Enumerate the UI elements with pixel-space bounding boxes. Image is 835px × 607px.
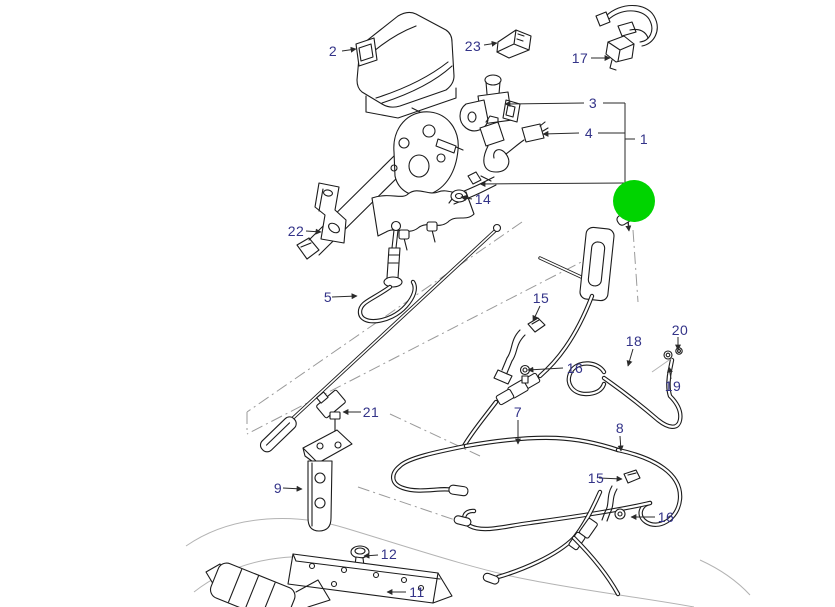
part-label-16-lower: 16 xyxy=(657,509,675,525)
part-9-bracket-drawing xyxy=(302,429,353,532)
actuator-motor-drawing xyxy=(205,562,331,607)
part-label-17: 17 xyxy=(571,50,589,66)
part-label-1: 1 xyxy=(639,131,649,147)
part-label-16-upper: 16 xyxy=(566,360,584,376)
part-label-11: 11 xyxy=(409,584,425,600)
part-4-connector-drawing xyxy=(479,115,549,173)
part-label-23: 23 xyxy=(464,38,482,54)
highlight-marker[interactable] xyxy=(613,180,655,222)
part-label-9: 9 xyxy=(273,480,283,496)
part-label-12: 12 xyxy=(380,546,398,562)
part-23-clip-drawing xyxy=(496,29,532,59)
part-label-8: 8 xyxy=(615,420,625,436)
part-label-14: 14 xyxy=(474,191,492,207)
part-19-20-washers-drawing xyxy=(651,347,683,373)
part-1-cable-assembly-drawing xyxy=(259,204,644,453)
part-label-20: 20 xyxy=(671,322,689,338)
part-1-lower-arrow xyxy=(625,222,632,232)
part-label-15-lower: 15 xyxy=(587,470,605,486)
callout-bracket-part-1 xyxy=(479,100,635,231)
part-label-18: 18 xyxy=(625,333,643,349)
part-17-harness-drawing xyxy=(595,4,658,71)
part-15-16-upper-clip-drawing xyxy=(493,317,546,385)
handbrake-lever-assembly-drawing xyxy=(296,111,497,260)
part-label-3: 3 xyxy=(588,95,598,111)
leader-lines xyxy=(282,40,681,595)
part-18-hook-drawing xyxy=(566,357,683,429)
part-2-console-boot-drawing xyxy=(355,11,457,119)
part-label-19: 19 xyxy=(664,378,682,394)
part-label-21: 21 xyxy=(362,404,380,420)
part-7-8-rear-cables-drawing xyxy=(391,435,683,597)
part-5-front-cable-drawing xyxy=(357,220,417,324)
part-label-7: 7 xyxy=(513,404,523,420)
part-label-15-upper: 15 xyxy=(532,290,550,306)
part-3-switch-drawing xyxy=(459,74,521,132)
part-label-5: 5 xyxy=(323,289,333,305)
part-label-2: 2 xyxy=(328,43,338,59)
part-22-bracket-drawing xyxy=(314,182,347,244)
part-11-plate-drawing xyxy=(287,553,453,604)
reference-plane-lines xyxy=(246,221,639,521)
part-15-16-lower-clip-drawing xyxy=(601,469,641,522)
part-label-22: 22 xyxy=(287,223,305,239)
part-label-4: 4 xyxy=(584,125,594,141)
